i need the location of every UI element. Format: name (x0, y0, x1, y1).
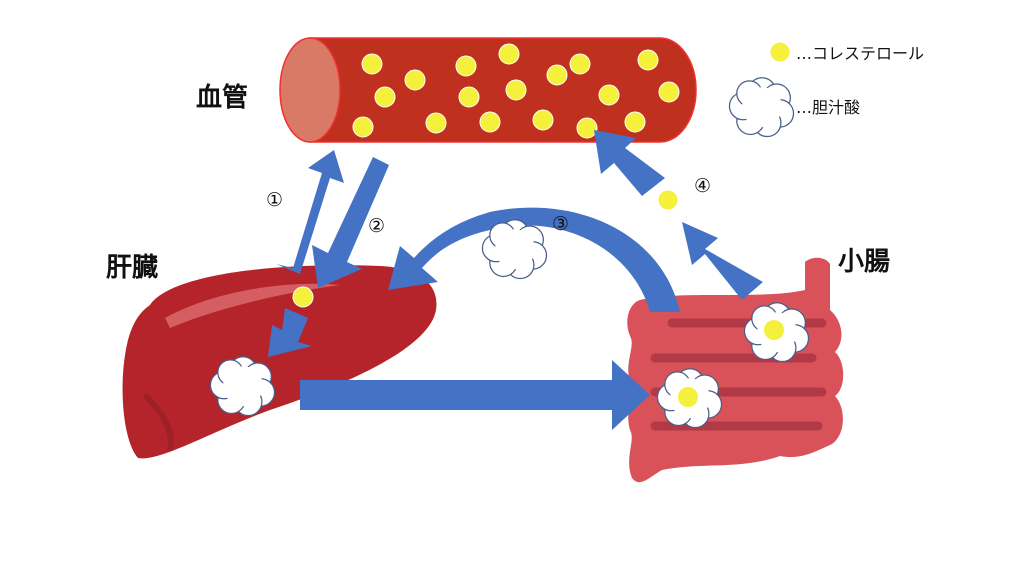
liver-illustration (122, 265, 437, 459)
step-label-3: ③ (552, 213, 569, 235)
arrow-1-liver-to-vessel (276, 150, 344, 274)
bile-acid-cloud-intestine-lower (656, 368, 723, 429)
arrow-liver-to-bile-acid (268, 308, 312, 357)
vessel-cholesterol-dots (352, 43, 680, 139)
label-liver: 肝臓 (106, 253, 158, 283)
label-blood-vessel: 血管 (196, 83, 248, 113)
legend-bile-acid-label: …胆汁酸 (796, 98, 860, 117)
cholesterol-dot-liver (292, 286, 314, 308)
legend-cholesterol-label: …コレステロール (796, 44, 924, 63)
label-small-intestine: 小腸 (838, 247, 890, 277)
bile-acid-cloud-intestine-upper (743, 302, 810, 363)
arrow-3-intestine-to-liver (388, 207, 680, 312)
cholesterol-dot-step4 (657, 189, 679, 211)
step-label-2: ② (368, 215, 385, 237)
legend: …コレステロール …胆汁酸 (728, 41, 924, 138)
arrow-liver-to-intestine (300, 360, 650, 430)
arrow-4-intestine-to-vessel (682, 222, 763, 300)
flow-arrows (268, 130, 763, 430)
step-label-4: ④ (694, 175, 711, 197)
arrow-4b-to-vessel (594, 130, 665, 196)
step-label-1: ① (266, 189, 283, 211)
blood-vessel (279, 37, 697, 143)
legend-cholesterol-swatch (769, 41, 791, 63)
bile-acid-cloud-step3 (481, 219, 548, 280)
legend-bile-acid-swatch (728, 77, 795, 138)
arrow-2-vessel-to-liver (312, 157, 389, 288)
